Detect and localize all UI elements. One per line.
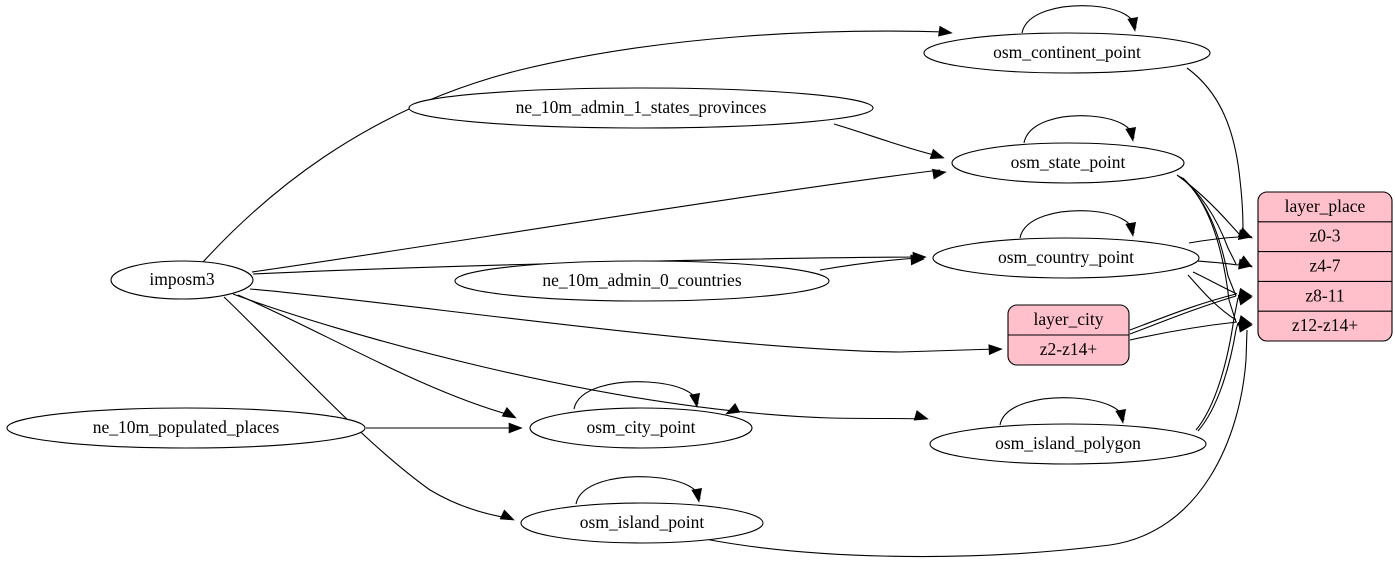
node-shape-osm_continent_point	[923, 32, 1211, 74]
arrowhead-loop-country	[1125, 221, 1137, 237]
node-osm_state_point[interactable]: osm_state_point	[951, 142, 1185, 184]
record-cell-layer_city-0[interactable]: layer_city	[1034, 309, 1104, 329]
record-cell-layer_place-3[interactable]: z8-11	[1305, 285, 1344, 305]
edge-layer_city-to-layer_place_r3b	[1129, 295, 1237, 335]
node-label-osm_island_point: osm_island_point	[580, 512, 705, 532]
edges-layer	[202, 30, 1248, 558]
arrowhead-to-place-z4-7-b	[1237, 255, 1253, 268]
edge-ne_countries-to-osm_country_point	[819, 257, 919, 271]
edge-osm_country_point-to-layer_place_r3	[1192, 271, 1238, 295]
arrowhead-to-state-from-imposm3	[932, 168, 947, 180]
record-cell-layer_place-2[interactable]: z4-7	[1309, 256, 1340, 276]
edge-osm_country_point-to-layer_place_r1	[1188, 236, 1239, 244]
edge-imposm3-to-layer_city_input	[249, 288, 997, 353]
arrowhead-to-place-z12-b	[1237, 321, 1253, 333]
arrowhead-to-city-from-right	[725, 402, 741, 415]
edge-osm_country_point-to-layer_place_r2	[1196, 260, 1239, 266]
arrowhead-to-state-from-ne	[929, 148, 945, 160]
node-label-ne_countries: ne_10m_admin_0_countries	[542, 270, 741, 290]
node-label-imposm3: imposm3	[149, 269, 214, 289]
node-label-osm_country_point: osm_country_point	[998, 247, 1134, 267]
record-cell-layer_place-0[interactable]: layer_place	[1285, 196, 1366, 216]
node-ne_countries[interactable]: ne_10m_admin_0_countries	[454, 260, 830, 302]
record-cell-layer_place-1[interactable]: z0-3	[1309, 226, 1340, 246]
record-box-layer_place	[1257, 191, 1393, 342]
edge-osm_island_polygon-to-layer_place_r4	[1197, 322, 1239, 432]
edge-imposm3-to-osm_city_point	[237, 294, 511, 416]
arrowhead-to-place-z0-3-b	[1237, 227, 1253, 239]
self-loop-osm_island_polygon	[999, 397, 1125, 426]
node-osm_city_point[interactable]: osm_city_point	[529, 407, 753, 449]
arrowhead-to-country-from-ne	[910, 254, 925, 266]
edge-osm_island_point-to-layer_place_r4	[699, 329, 1248, 558]
node-shape-ne_countries	[454, 260, 830, 302]
arrowhead-to-city-from-ne	[508, 422, 523, 434]
node-shape-osm_city_point	[529, 407, 753, 449]
record-cell-layer_place-4[interactable]: z12-z14+	[1292, 315, 1358, 335]
arrowhead-loop-city	[689, 392, 701, 408]
edge-layer_city-to-layer_place_r3	[1129, 293, 1237, 331]
edge-osm_state_point-to-layer_place_r1	[1176, 174, 1241, 236]
arrowhead-to-island-polygon	[913, 410, 929, 421]
self-loop-osm_state_point	[1023, 115, 1135, 144]
self-loop-osm_city_point	[573, 381, 699, 410]
node-shape-imposm3	[110, 260, 254, 300]
arrowhead-to-layer-city	[988, 344, 1003, 356]
arrowhead-to-place-z8-11-b	[1237, 294, 1253, 306]
node-osm_continent_point[interactable]: osm_continent_point	[923, 32, 1211, 74]
arrowhead-loop-continent	[1127, 16, 1139, 32]
self-loops-layer	[573, 5, 1137, 505]
record-node-layer_place[interactable]: layer_place z0-3 z4-7 z8-11 z12-z14+	[1257, 191, 1393, 342]
node-label-ne_states: ne_10m_admin_1_states_provinces	[516, 97, 767, 117]
node-ne_populated[interactable]: ne_10m_populated_places	[6, 407, 366, 449]
node-shape-ne_states	[408, 87, 874, 129]
record-cell-layer_city-1[interactable]: z2-z14+	[1040, 339, 1098, 359]
edge-imposm3-to-osm_continent_point	[202, 30, 947, 263]
edge-imposm3-to-osm_island_point	[223, 296, 509, 519]
self-loop-osm_country_point	[1019, 210, 1135, 239]
node-shape-ne_populated	[6, 407, 366, 449]
edge-osm_state_point-to-layer_place_r3	[1180, 176, 1237, 297]
self-loop-osm_island_point	[575, 476, 701, 505]
node-label-osm_continent_point: osm_continent_point	[993, 42, 1141, 62]
node-label-osm_island_polygon: osm_island_polygon	[995, 433, 1141, 453]
node-shape-osm_country_point	[932, 237, 1200, 279]
node-ne_states[interactable]: ne_10m_admin_1_states_provinces	[408, 87, 874, 129]
nodes-layer: imposm3 ne_10m_admin_1_states_provincesne…	[6, 32, 1211, 544]
edge-imposm3-to-osm_state_point	[251, 169, 941, 273]
node-osm_island_polygon[interactable]: osm_island_polygon	[929, 423, 1207, 465]
arrowhead-to-continent	[938, 25, 953, 37]
node-shape-osm_island_polygon	[929, 423, 1207, 465]
edge-osm_country_point-to-layer_place_r4	[1187, 274, 1237, 321]
edge-osm_continent_point-to-layer_place_r1	[1186, 67, 1244, 237]
node-label-osm_city_point: osm_city_point	[587, 417, 696, 437]
edge-osm_state_point-to-layer_place_r4	[1182, 177, 1237, 323]
arrowhead-loop-island-polygon	[1115, 408, 1127, 424]
records-layer: layer_place z0-3 z4-7 z8-11 z12-z14+ layer_ci…	[1007, 191, 1393, 366]
record-node-layer_city[interactable]: layer_city z2-z14+	[1007, 304, 1130, 366]
arrowhead-to-island-point	[499, 509, 515, 521]
edge-imposm3-to-osm_island_polygon	[232, 293, 923, 420]
edge-ne_states-to-osm_state_point	[833, 123, 939, 157]
node-osm_country_point[interactable]: osm_country_point	[932, 237, 1200, 279]
arrowhead-loop-island-point	[691, 487, 703, 503]
edge-layer_city-to-layer_place_r4	[1129, 321, 1238, 341]
arrowhead-to-city-from-imposm3	[501, 406, 517, 419]
node-shape-osm_state_point	[951, 142, 1185, 184]
node-label-osm_state_point: osm_state_point	[1011, 152, 1126, 172]
node-shape-osm_island_point	[520, 502, 764, 544]
node-label-ne_populated: ne_10m_populated_places	[93, 417, 280, 437]
edge-osm_island_polygon-to-layer_place_r3	[1195, 297, 1239, 431]
arrowhead-loop-state	[1125, 126, 1137, 142]
node-imposm3[interactable]: imposm3	[110, 260, 254, 300]
arrowheads-layer	[499, 16, 1253, 521]
node-osm_island_point[interactable]: osm_island_point	[520, 502, 764, 544]
self-loop-osm_continent_point	[1021, 5, 1137, 34]
